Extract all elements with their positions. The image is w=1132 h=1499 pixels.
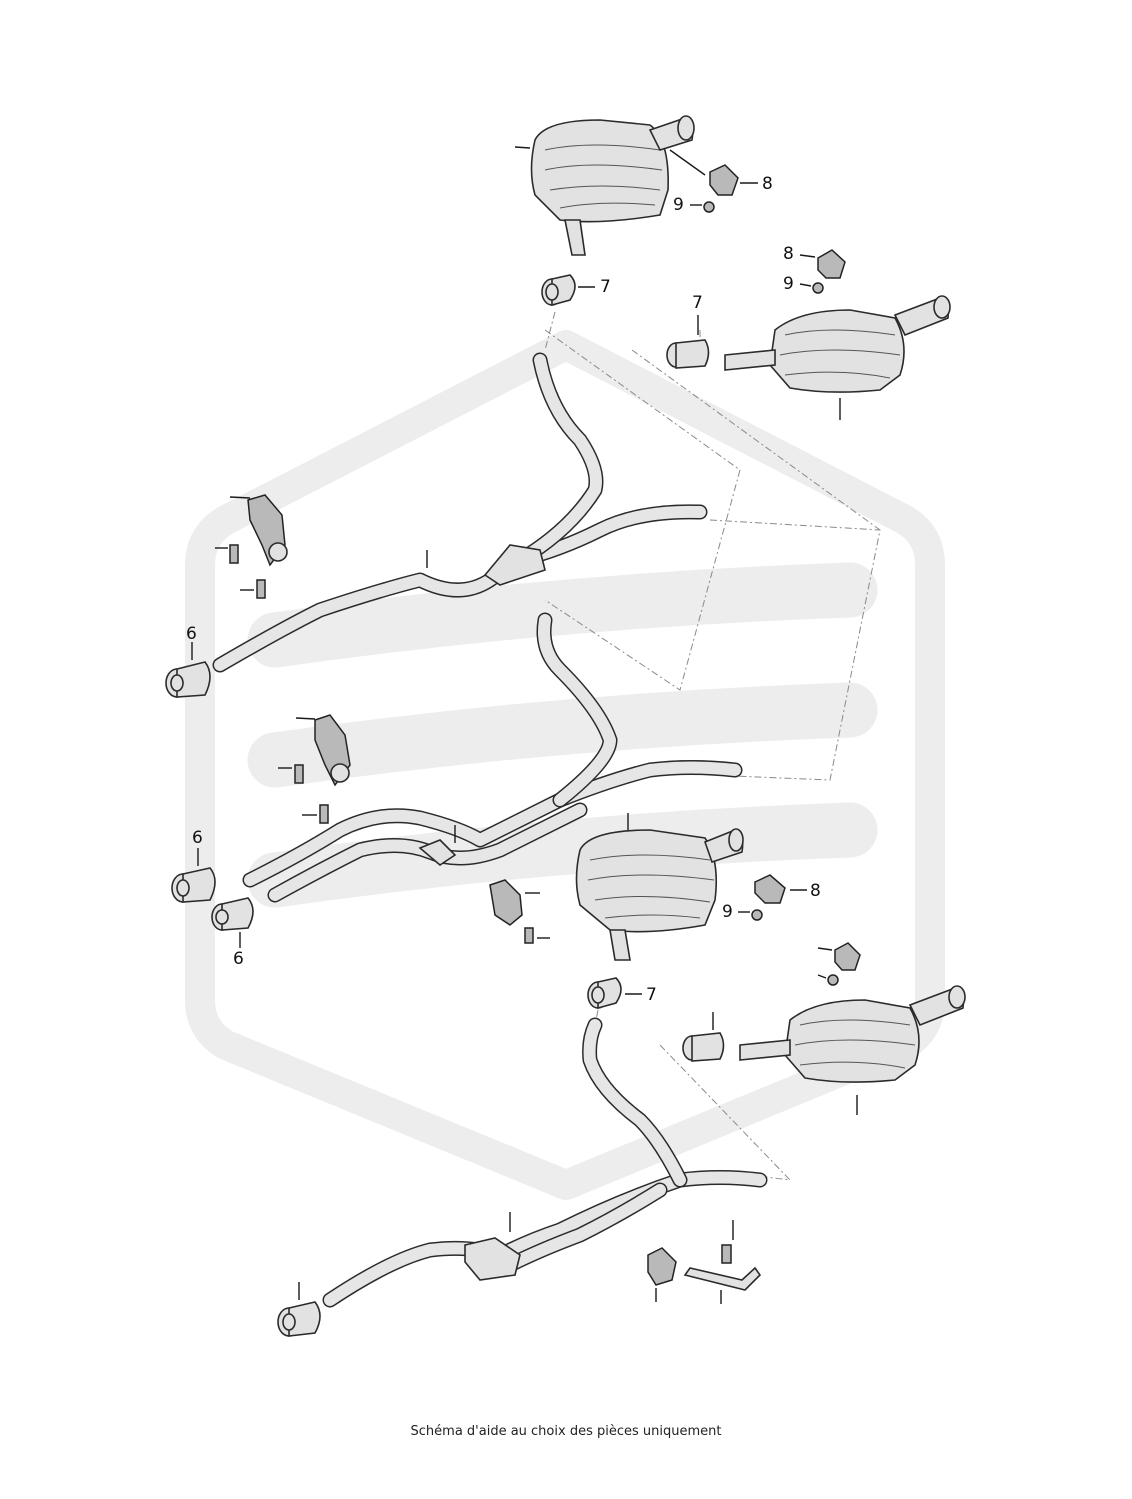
bracket-8-right: 8 xyxy=(783,244,846,279)
clamp-7-top: 7 xyxy=(541,274,611,307)
watermark-logo xyxy=(185,330,945,1200)
part-number-8: 8 xyxy=(810,881,821,901)
exhaust-pipe-assembly-1 xyxy=(212,352,708,673)
clamp-bottom-right xyxy=(682,1012,725,1062)
bolt-hanger-2a xyxy=(278,764,304,784)
nut-9-top: 9 xyxy=(673,195,715,215)
rear-silencer-right-bottom xyxy=(739,985,966,1115)
hanger-bracket-2 xyxy=(295,714,351,787)
diagram-caption: Schéma d'aide au choix des pièces unique… xyxy=(410,1424,722,1439)
clamp-6-a: 6 xyxy=(165,624,211,698)
clamp-6-c: 6 xyxy=(211,897,254,969)
part-number-7: 7 xyxy=(646,985,657,1005)
clamp-7-middle: 7 xyxy=(587,977,657,1010)
part-number-9: 9 xyxy=(783,274,794,294)
part-number-6: 6 xyxy=(186,624,197,644)
part-number-9: 9 xyxy=(722,902,733,922)
clamp-6-b: 6 xyxy=(171,828,216,903)
exhaust-pipe-assembly-3 xyxy=(322,1017,768,1308)
hanger-bracket-1 xyxy=(229,494,288,567)
bolt-hanger-1b xyxy=(240,579,266,599)
part-number-8: 8 xyxy=(783,244,794,264)
hanger-bottom xyxy=(647,1220,762,1304)
nut-9-right: 9 xyxy=(783,274,824,294)
part-number-6: 6 xyxy=(233,949,244,969)
bracket-8-top: 8 xyxy=(709,164,773,196)
nut-9-middle: 9 xyxy=(722,902,763,922)
part-number-6: 6 xyxy=(192,828,203,848)
part-number-9: 9 xyxy=(673,195,684,215)
bolt-hanger-2b xyxy=(302,804,329,824)
part-number-8: 8 xyxy=(762,174,773,194)
bracket-8-middle: 8 xyxy=(754,874,821,904)
clamp-bottom-left xyxy=(277,1282,321,1337)
rear-silencer-right-top xyxy=(724,295,951,420)
exhaust-pipe-assembly-2 xyxy=(242,612,743,903)
rear-silencer-middle xyxy=(575,813,744,961)
part-number-7: 7 xyxy=(600,277,611,297)
middle-hanger-clamp xyxy=(489,879,550,944)
rear-silencer-left-top xyxy=(514,115,706,256)
bracket-bottom-right xyxy=(817,942,861,986)
clamp-7-right: 7 xyxy=(666,293,710,369)
part-number-7: 7 xyxy=(692,293,703,313)
bolt-hanger-1a xyxy=(215,544,239,564)
